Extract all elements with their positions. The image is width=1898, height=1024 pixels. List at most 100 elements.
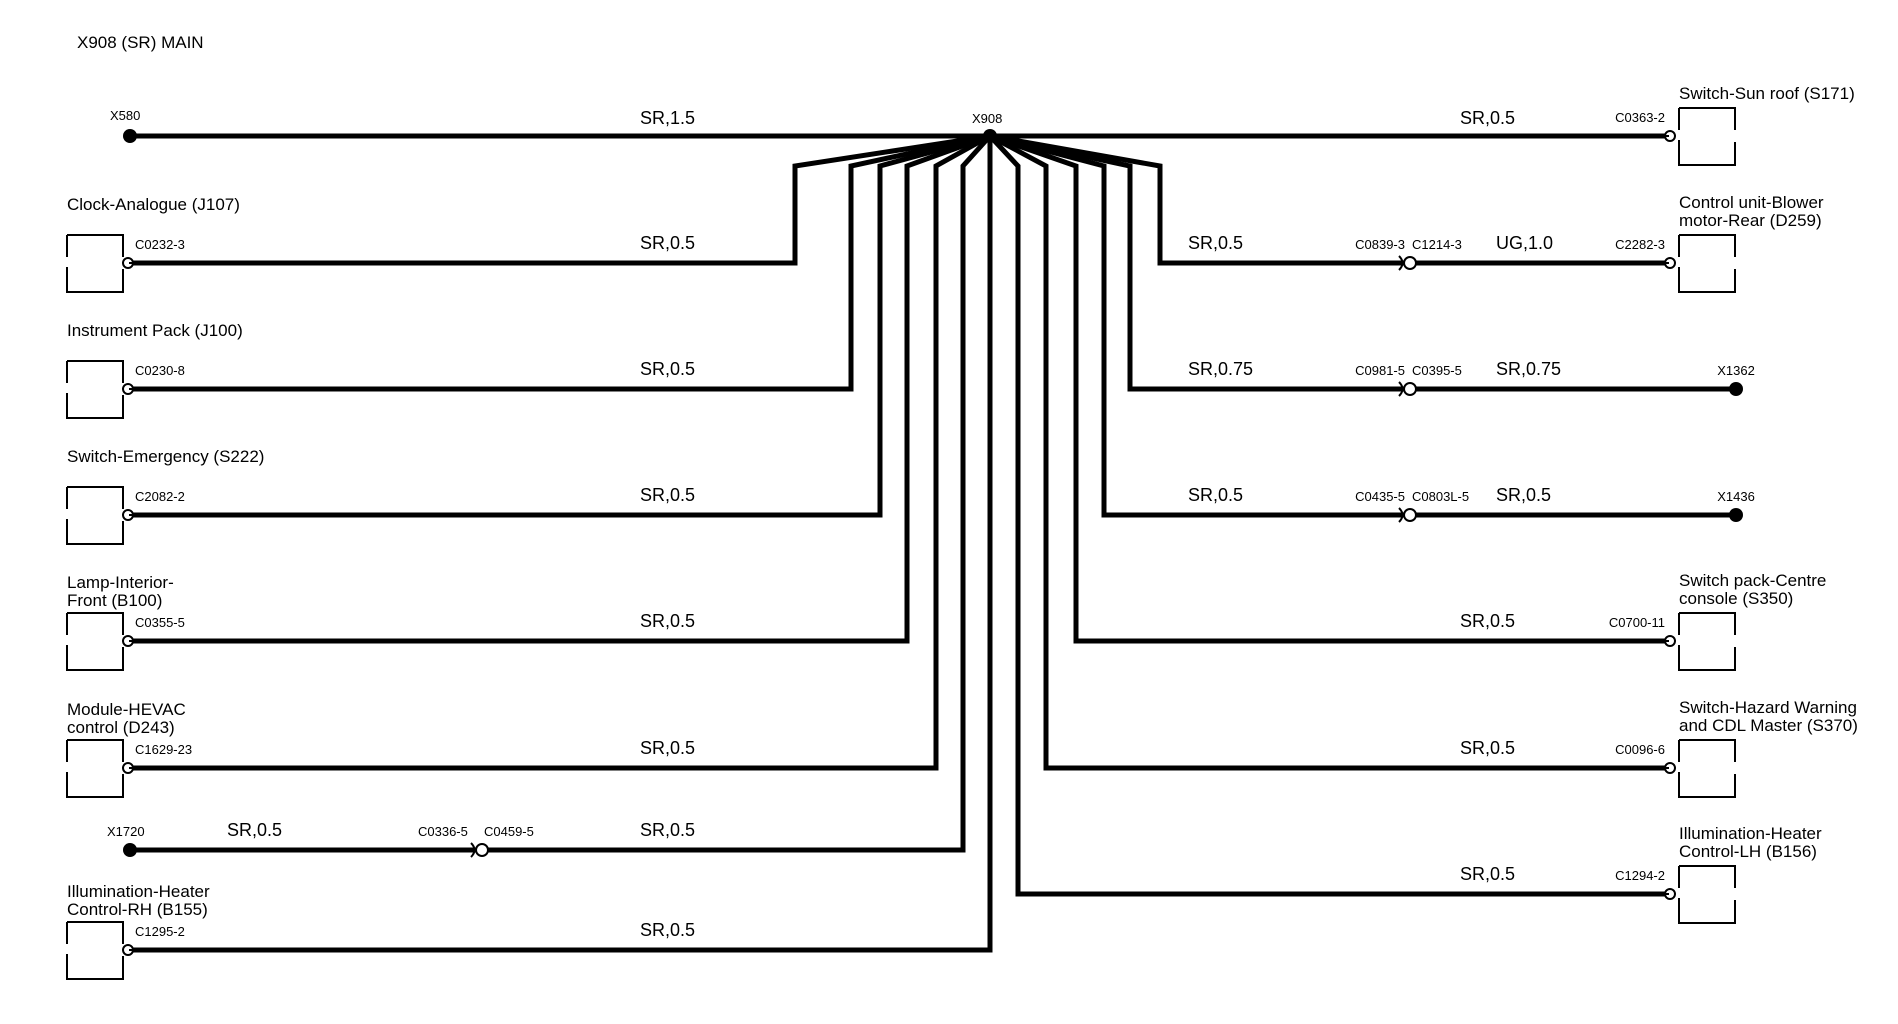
component-name2-left-5: Front (B100) — [67, 591, 162, 610]
component-box-left-8[interactable] — [66, 921, 124, 980]
inline-connector-right-4[interactable] — [1403, 508, 1417, 522]
wire-label-right-4: SR,0.5 — [1188, 485, 1243, 505]
connector-label-left-5: C0355-5 — [135, 615, 185, 630]
connector-label-left-6: C1629-23 — [135, 742, 192, 757]
inline-wire-label-right-2: UG,1.0 — [1496, 233, 1553, 253]
component-name2-right-7: Control-LH (B156) — [1679, 842, 1817, 861]
connector-label-right-5: C0700-11 — [1609, 615, 1665, 630]
component-name-left-6: Module-HEVAC — [67, 700, 186, 719]
wire-label-right-3: SR,0.75 — [1188, 359, 1253, 379]
wire-label-left-2: SR,0.5 — [640, 233, 695, 253]
inline-wire-label-left-7: SR,0.5 — [227, 820, 282, 840]
wire-label-left-7: SR,0.5 — [640, 820, 695, 840]
inline-label-a-right-4: C0435-5 — [1355, 489, 1405, 504]
wire-label-right-1: SR,0.5 — [1460, 108, 1515, 128]
splice-right-3[interactable] — [1729, 382, 1743, 396]
component-name2-right-2: motor-Rear (D259) — [1679, 211, 1822, 230]
splice-x908-node[interactable] — [983, 129, 997, 143]
splice-label-right-3: X1362 — [1717, 363, 1755, 378]
wire-right-7 — [988, 134, 1672, 897]
splice-left-7[interactable] — [123, 843, 137, 857]
component-name2-right-6: and CDL Master (S370) — [1679, 716, 1858, 735]
wire-right-6 — [988, 133, 1672, 771]
splice-x908-label: X908 — [972, 111, 1002, 126]
wire-label-left-5: SR,0.5 — [640, 611, 695, 631]
wire-label-left-6: SR,0.5 — [640, 738, 695, 758]
splice-label-left-7: X1720 — [107, 824, 145, 839]
splice-label-right-4: X1436 — [1717, 489, 1755, 504]
wire-left-7 — [130, 134, 992, 853]
diagram-title: X908 (SR) MAIN — [77, 33, 204, 52]
component-box-right-6[interactable] — [1678, 739, 1736, 798]
wire-label-right-6: SR,0.5 — [1460, 738, 1515, 758]
wire-right-4 — [989, 133, 1736, 518]
wire-label-right-2: SR,0.5 — [1188, 233, 1243, 253]
inline-label-a-right-2: C0839-3 — [1355, 237, 1405, 252]
component-box-right-7[interactable] — [1678, 865, 1736, 924]
wire-left-8 — [130, 136, 993, 953]
connector-label-right-2: C2282-3 — [1615, 237, 1665, 252]
inline-label-b-right-3: C0395-5 — [1412, 363, 1462, 378]
component-box-left-2[interactable] — [66, 234, 124, 293]
wire-left-2 — [130, 133, 991, 266]
inline-connector-right-3[interactable] — [1403, 382, 1417, 396]
component-name-right-5: Switch pack-Centre — [1679, 571, 1826, 590]
wires-layer — [66, 107, 1743, 980]
inline-label-b-right-4: C0803L-5 — [1412, 489, 1469, 504]
connector-label-left-4: C2082-2 — [135, 489, 185, 504]
splice-right-4[interactable] — [1729, 508, 1743, 522]
component-name-left-3: Instrument Pack (J100) — [67, 321, 243, 340]
wire-left-4 — [130, 133, 991, 518]
component-box-right-5[interactable] — [1678, 612, 1736, 671]
inline-connector-right-2[interactable] — [1403, 256, 1417, 270]
wire-label-left-4: SR,0.5 — [640, 485, 695, 505]
wire-label-x580: SR,1.5 — [640, 108, 695, 128]
wire-right-3 — [989, 133, 1736, 392]
inline-connector-right-3-arc — [1398, 381, 1404, 397]
inline-connector-left-7-arc — [470, 842, 476, 858]
wire-label-right-7: SR,0.5 — [1460, 864, 1515, 884]
wire-label-left-3: SR,0.5 — [640, 359, 695, 379]
inline-label-b-left-7: C0459-5 — [484, 824, 534, 839]
splice-x580[interactable] — [123, 129, 137, 143]
component-name2-left-6: control (D243) — [67, 718, 175, 737]
inline-connector-right-4-arc — [1398, 507, 1404, 523]
inline-connector-right-2-arc — [1398, 255, 1404, 271]
inline-wire-label-right-4: SR,0.5 — [1496, 485, 1551, 505]
component-name-right-2: Control unit-Blower — [1679, 193, 1824, 212]
component-name-right-6: Switch-Hazard Warning — [1679, 698, 1857, 717]
component-name-right-7: Illumination-Heater — [1679, 824, 1822, 843]
wire-right-2 — [989, 133, 1672, 266]
splice-x580-label: X580 — [110, 108, 140, 123]
wire-right-5 — [989, 133, 1672, 644]
component-box-left-3[interactable] — [66, 360, 124, 419]
component-name-left-2: Clock-Analogue (J107) — [67, 195, 240, 214]
wire-left-3 — [130, 133, 991, 392]
connector-label-right-1: C0363-2 — [1615, 110, 1665, 125]
component-name2-right-5: console (S350) — [1679, 589, 1793, 608]
connector-label-right-6: C0096-6 — [1615, 742, 1665, 757]
component-box-left-6[interactable] — [66, 739, 124, 798]
wire-label-right-5: SR,0.5 — [1460, 611, 1515, 631]
component-name2-left-8: Control-RH (B155) — [67, 900, 208, 919]
component-name-right-1: Switch-Sun roof (S171) — [1679, 84, 1855, 103]
inline-connector-left-7[interactable] — [475, 843, 489, 857]
component-name-left-8: Illumination-Heater — [67, 882, 210, 901]
component-name-left-4: Switch-Emergency (S222) — [67, 447, 264, 466]
component-box-left-5[interactable] — [66, 612, 124, 671]
component-box-right-1[interactable] — [1678, 107, 1736, 166]
connector-label-left-3: C0230-8 — [135, 363, 185, 378]
connector-label-right-7: C1294-2 — [1615, 868, 1665, 883]
inline-wire-label-right-3: SR,0.75 — [1496, 359, 1561, 379]
connector-label-left-2: C0232-3 — [135, 237, 185, 252]
inline-label-a-right-3: C0981-5 — [1355, 363, 1405, 378]
inline-label-b-right-2: C1214-3 — [1412, 237, 1462, 252]
component-box-right-2[interactable] — [1678, 234, 1736, 293]
wire-left-5 — [130, 133, 991, 644]
wire-left-6 — [130, 133, 992, 771]
connector-label-left-8: C1295-2 — [135, 924, 185, 939]
component-box-left-4[interactable] — [66, 486, 124, 545]
wire-label-left-8: SR,0.5 — [640, 920, 695, 940]
